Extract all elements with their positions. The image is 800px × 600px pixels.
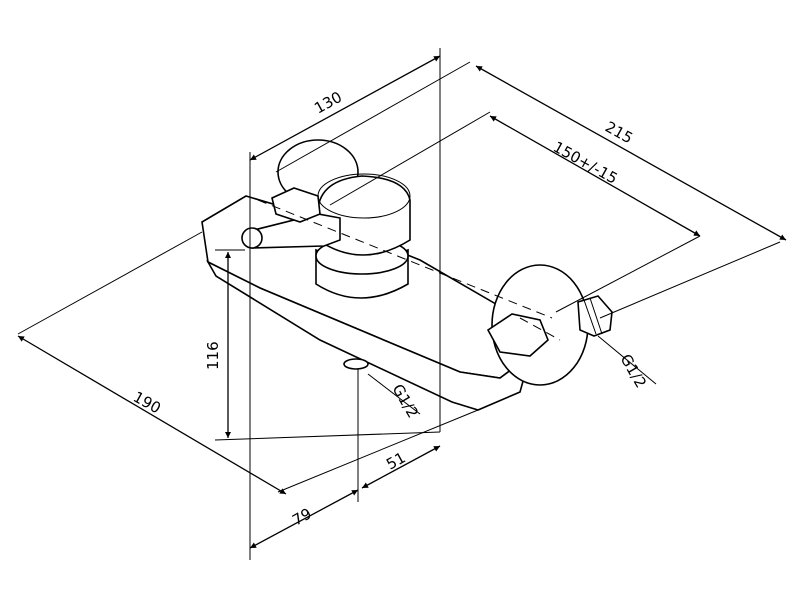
dim-line-150 bbox=[489, 115, 701, 237]
leader-outlet-thread bbox=[597, 335, 657, 385]
faucet-body bbox=[201, 139, 613, 411]
dim-label-51: 51 bbox=[383, 448, 408, 473]
dim-label-215: 215 bbox=[602, 118, 636, 148]
hidden-lines bbox=[257, 199, 561, 341]
dim-label-190: 190 bbox=[130, 388, 164, 418]
thread-label-inlet: G1/2 bbox=[389, 381, 422, 421]
right-connection-nut bbox=[486, 313, 549, 357]
bottom-outlet bbox=[343, 358, 369, 370]
left-connection-nut bbox=[271, 187, 321, 223]
dim-label-130: 130 bbox=[311, 88, 345, 118]
handle-cap bbox=[317, 175, 411, 256]
dim-line-51 bbox=[361, 445, 441, 489]
dim-line-79 bbox=[249, 489, 359, 549]
dim-label-79: 79 bbox=[289, 504, 314, 529]
dim-line-215 bbox=[475, 65, 787, 241]
thread-label-outlet: G1/2 bbox=[617, 351, 650, 391]
dim-line-130 bbox=[249, 55, 441, 161]
dimension-lines bbox=[17, 55, 787, 549]
dim-label-116: 116 bbox=[204, 341, 222, 370]
dim-label-150: 150+/-15 bbox=[550, 138, 621, 188]
dim-line-190 bbox=[17, 335, 287, 495]
leader-inlet-thread bbox=[367, 373, 421, 415]
